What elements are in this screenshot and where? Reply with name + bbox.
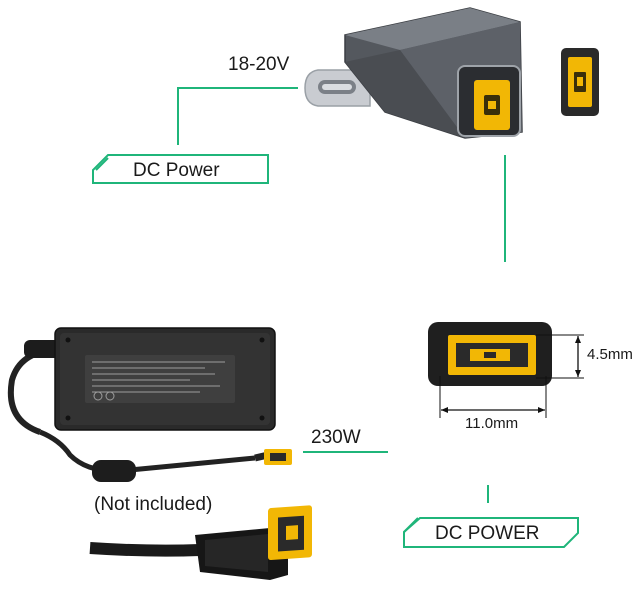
square-dc-plug-image [89,505,312,580]
bottom-dc-power-label: DC POWER [435,523,540,544]
power-adapter-brick-image [7,327,292,482]
dc-port-thumbnail [561,48,599,116]
voltage-leader-line [177,87,298,145]
adapter-wattage-label: 230W [311,427,361,448]
usb-c-to-dc-adapter-image [304,7,523,139]
port-width-label: 11.0mm [465,415,519,432]
top-dc-power-label: DC Power [133,160,220,181]
bottom-dc-power-banner [403,517,579,548]
port-dimension-drawing [428,322,584,418]
input-voltage-label: 18-20V [228,54,290,75]
top-dc-power-banner [92,154,269,184]
port-height-label: 4.5mm [587,346,633,363]
not-included-label: (Not included) [94,494,213,515]
